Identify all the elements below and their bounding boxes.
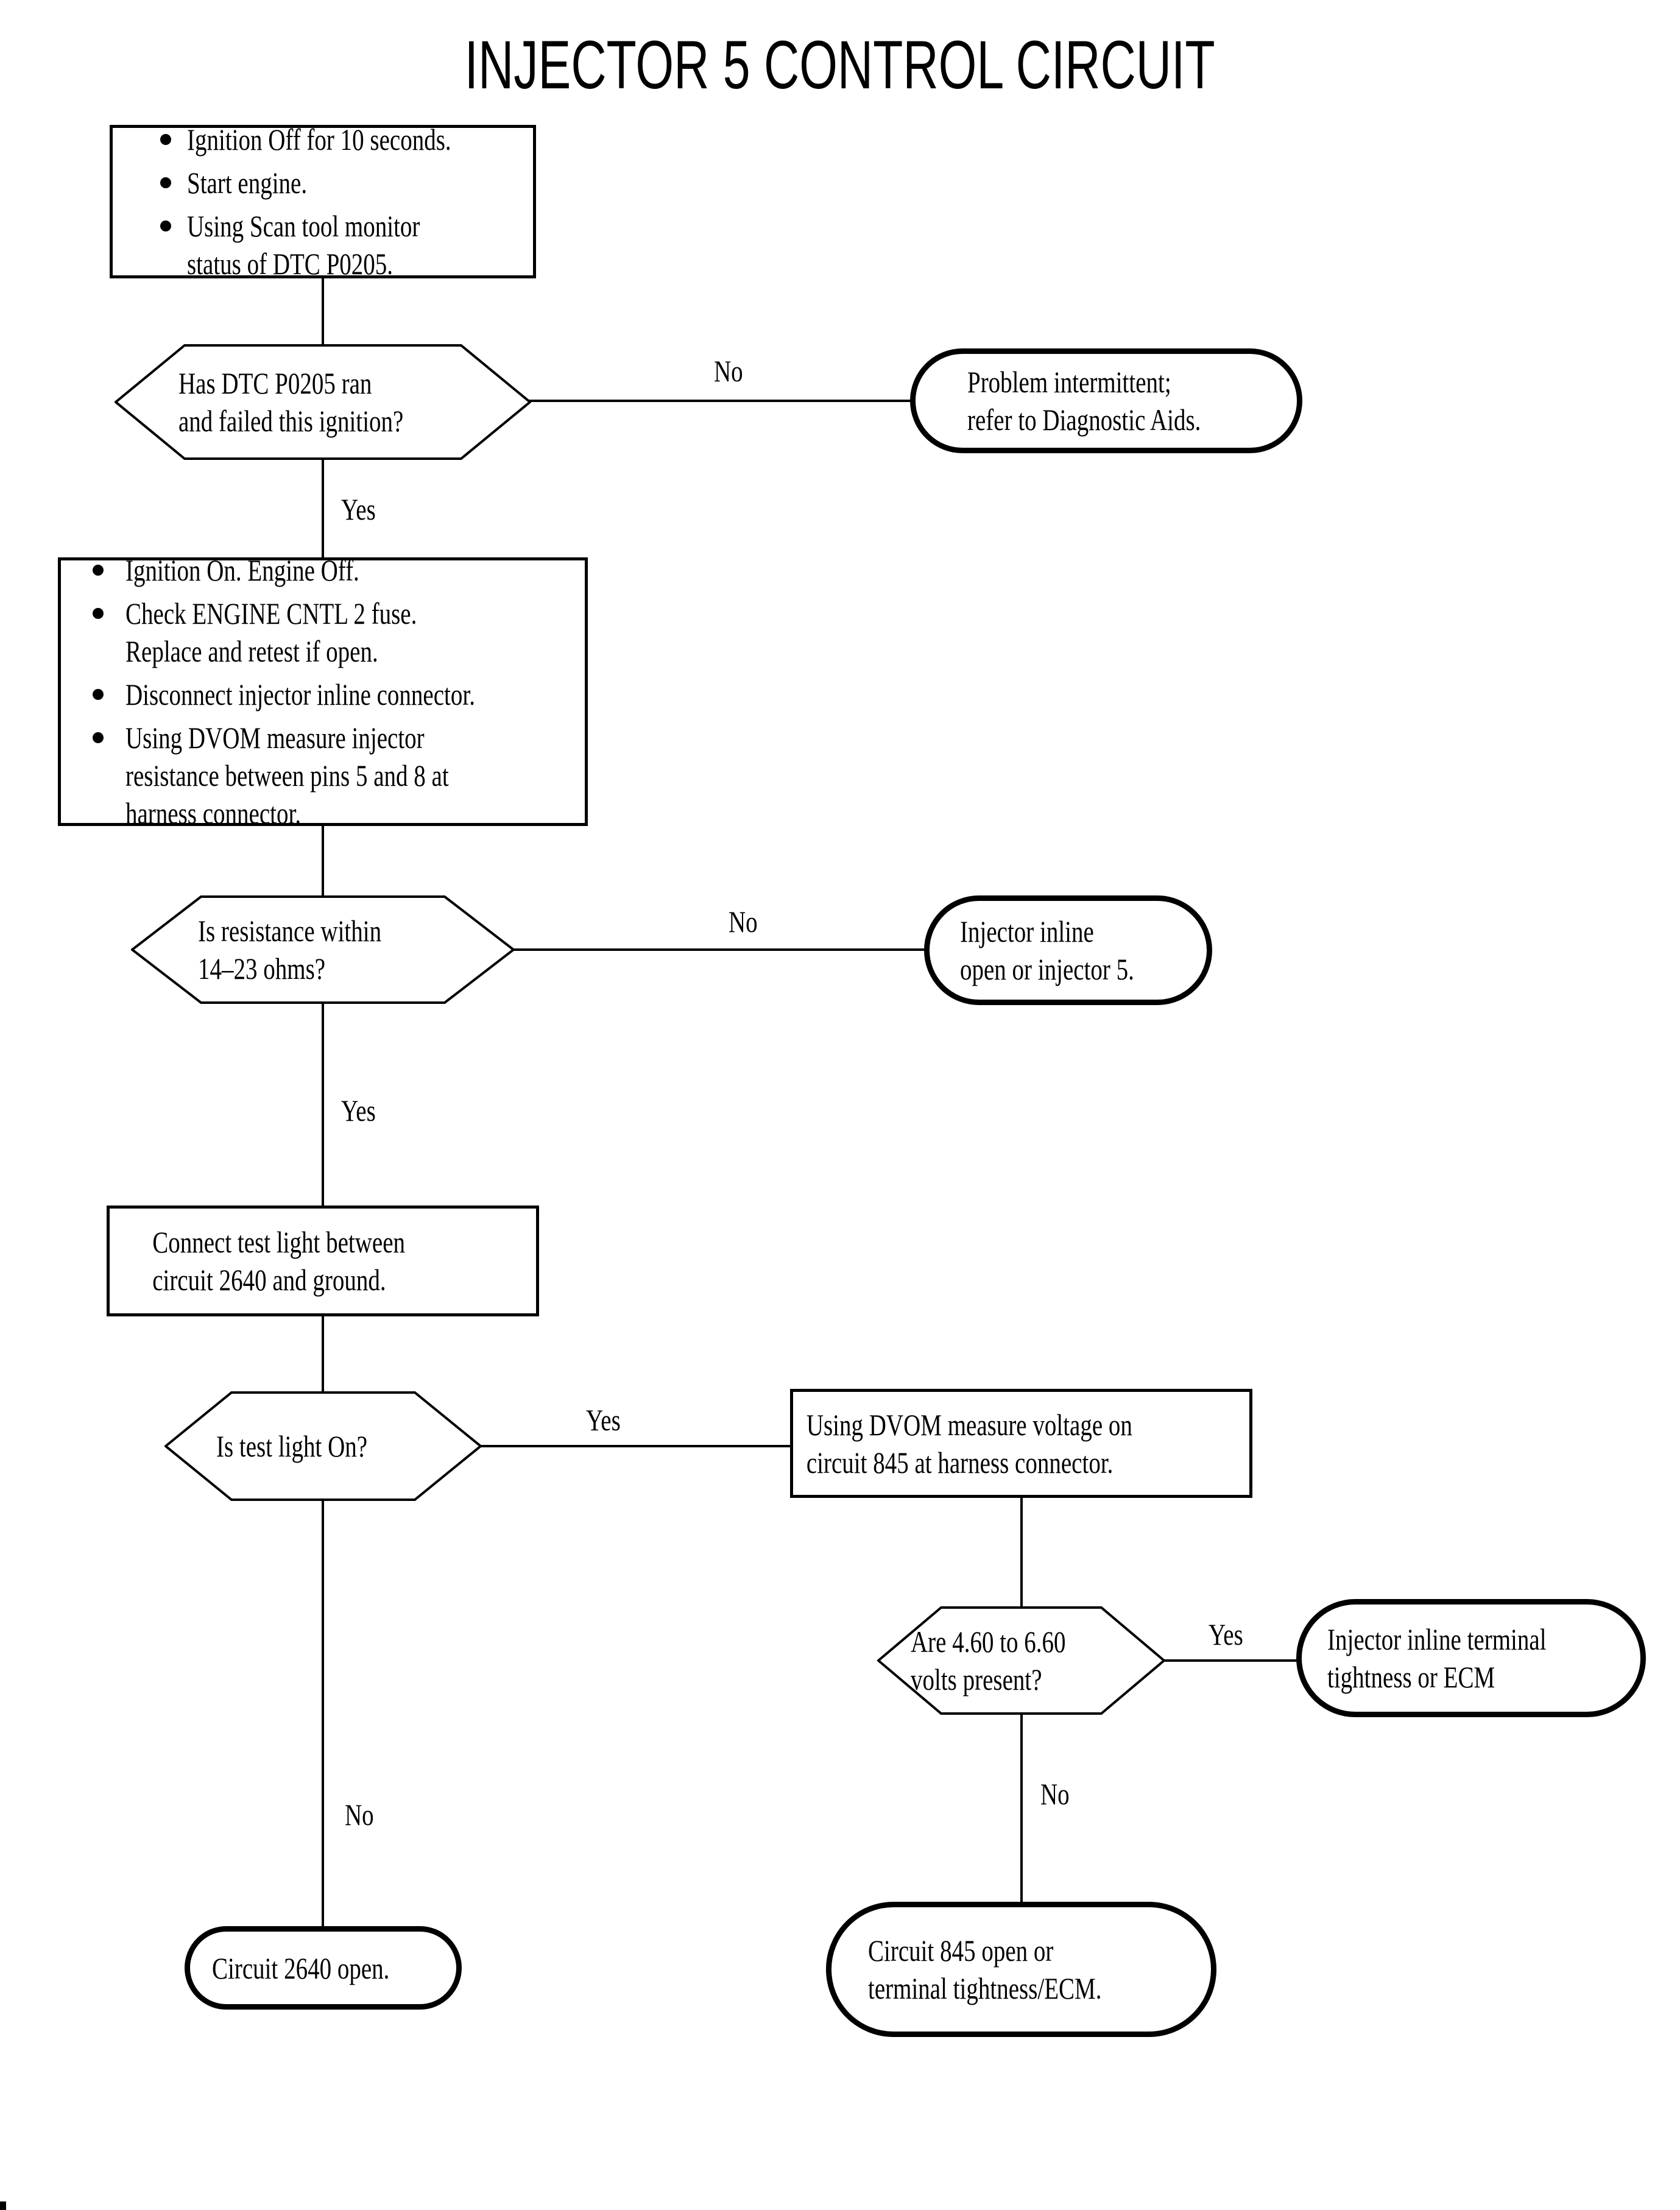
connector-light-to-q3 [322,1315,324,1393]
connector-q4-no [1020,1713,1023,1903]
hexagon-shape [877,1606,1165,1715]
bullet-icon [93,608,104,619]
hexagon-outline [115,344,531,460]
label-yes-q2: Yes [341,1093,376,1128]
terminator-injector-open: Injector inline open or injector 5. [924,895,1212,1005]
decision-text-wrap: Is resistance within 14–23 ohms? [131,895,515,1004]
label-no-q1: No [714,354,743,388]
decision-test-light-on: Is test light On? [164,1391,482,1501]
label-no-q2: No [729,905,758,939]
label-no-q3: No [345,1798,374,1832]
connector-q4-yes [1164,1659,1298,1662]
process-box-measure-845: Using DVOM measure voltage on circuit 84… [790,1389,1252,1498]
terminator-problem-intermittent: Problem intermittent; refer to Diagnosti… [910,348,1302,453]
list-item: Start engine. [113,164,533,202]
label-yes-q3: Yes [586,1403,621,1437]
decision-text-wrap: Has DTC P0205 ran and failed this igniti… [115,344,531,460]
list-item: Ignition Off for 10 seconds. [113,121,533,158]
connector-845-to-q4 [1020,1497,1023,1608]
connector-q1-yes [322,459,324,559]
process-box-connect-test-light: Connect test light between circuit 2640 … [107,1206,539,1316]
bullet-icon [160,221,171,231]
bullet-icon [160,177,171,188]
list-item: Using Scan tool monitor status of DTC P0… [113,207,533,283]
process-box-initial-steps: Ignition Off for 10 seconds. Start engin… [110,122,536,281]
connector-q2-yes [322,1002,324,1207]
label-yes-q4: Yes [1209,1617,1243,1651]
bullet-list: Ignition On. Engine Off. Check ENGINE CN… [61,546,585,838]
bullet-text: Disconnect injector inline connector. [125,677,475,711]
scan-artifact-mark [0,2201,6,2210]
hexagon-shape [131,895,515,1004]
bullet-text: Ignition On. Engine Off. [125,553,359,587]
decision-resistance-range: Is resistance within 14–23 ohms? [131,895,515,1004]
terminator-terminal-tightness-ecm: Injector inline terminal tightness or EC… [1296,1599,1646,1717]
label-yes-q1: Yes [341,492,376,526]
bullet-text: Start engine. [187,166,308,200]
decision-text-wrap: Is test light On? [164,1391,482,1501]
decision-text: Are 4.60 to 6.60 volts present? [911,1625,1066,1696]
connector-start-to-q1 [322,277,324,345]
terminator-circuit-845-open: Circuit 845 open or terminal tightness/E… [826,1902,1216,2037]
terminator-text: Circuit 2640 open. [212,1951,390,1985]
terminator-text: Problem intermittent; refer to Diagnosti… [967,365,1201,437]
list-item: Ignition On. Engine Off. [61,551,585,589]
list-item: Using DVOM measure injector resistance b… [61,719,585,832]
hexagon-outline [131,895,515,1004]
decision-text: Is test light On? [216,1429,368,1463]
decision-dtc-p0205-ran: Has DTC P0205 ran and failed this igniti… [115,344,531,460]
connector-q1-no [529,400,911,402]
decision-volts-present: Are 4.60 to 6.60 volts present? [877,1606,1165,1715]
hexagon-outline [877,1606,1165,1715]
bullet-icon [93,732,104,743]
bullet-text: Ignition Off for 10 seconds. [187,122,451,157]
process-box-prep-checks: Ignition On. Engine Off. Check ENGINE CN… [58,553,588,830]
bullet-text: Using DVOM measure injector resistance b… [125,721,449,830]
page-title: INJECTOR 5 CONTROL CIRCUIT [0,26,1680,105]
bullet-icon [93,689,104,700]
terminator-text: Injector inline open or injector 5. [960,914,1134,986]
decision-text-wrap: Are 4.60 to 6.60 volts present? [877,1606,1165,1715]
bullet-text: Using Scan tool monitor status of DTC P0… [187,209,420,281]
decision-text: Has DTC P0205 ran and failed this igniti… [178,366,404,438]
bullet-icon [93,565,104,576]
page-title-text: INJECTOR 5 CONTROL CIRCUIT [464,27,1216,103]
decision-text: Is resistance within 14–23 ohms? [198,914,382,986]
hexagon-shape [164,1391,482,1501]
connector-q2-no [514,948,925,951]
label-no-q4: No [1040,1777,1070,1811]
connector-prep-to-q2 [322,825,324,897]
hexagon-outline [164,1391,482,1501]
list-item: Disconnect injector inline connector. [61,676,585,713]
process-text: Using DVOM measure voltage on circuit 84… [806,1407,1132,1480]
list-item: Check ENGINE CNTL 2 fuse. Replace and re… [61,595,585,670]
connector-q3-no [322,1500,324,1927]
terminator-circuit-2640-open: Circuit 2640 open. [185,1926,462,2010]
connector-q3-yes [481,1445,791,1447]
terminator-text: Injector inline terminal tightness or EC… [1327,1622,1547,1694]
bullet-icon [160,134,171,145]
hexagon-shape [115,344,531,460]
process-text: Connect test light between circuit 2640 … [152,1225,406,1297]
terminator-text: Circuit 845 open or terminal tightness/E… [868,1933,1102,2005]
bullet-text: Check ENGINE CNTL 2 fuse. Replace and re… [125,596,417,668]
bullet-list: Ignition Off for 10 seconds. Start engin… [113,115,533,288]
